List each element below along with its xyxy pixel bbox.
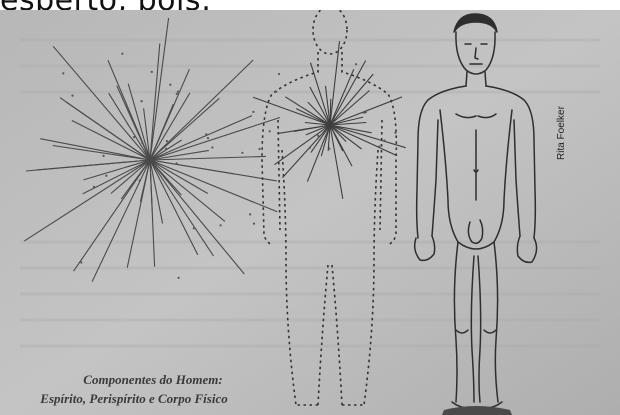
star-dot [205, 133, 207, 135]
star-dot [252, 111, 254, 113]
star-dot [165, 148, 167, 150]
star-dot [241, 152, 243, 154]
star-dot [193, 227, 195, 229]
star-dot [363, 112, 365, 114]
star-dot [121, 53, 123, 55]
star-dot [103, 155, 105, 157]
caption-line-2: Espírito, Perispírito e Corpo Físico [0, 390, 268, 408]
star-dot [178, 277, 180, 279]
star-dot [258, 148, 260, 150]
star-dot [378, 145, 380, 147]
star-dot [220, 224, 222, 226]
star-dot [394, 132, 396, 134]
star-dot [172, 104, 174, 106]
star-dot [355, 63, 357, 65]
star-dot [166, 140, 168, 142]
star-dot [249, 213, 251, 215]
star-dot [139, 179, 141, 181]
book-page-photo: Rita Foelker Componentes do Homem: Espír… [0, 10, 620, 415]
star-dot [62, 72, 64, 74]
page-background [0, 10, 620, 415]
star-dot [328, 148, 330, 150]
figure-caption: Componentes do Homem: Espírito, Perispír… [0, 372, 268, 408]
star-dot [151, 71, 153, 73]
star-dot [278, 73, 280, 75]
caption-line-1: Componentes do Homem: [0, 372, 268, 387]
star-dot [275, 91, 277, 93]
star-dot [169, 84, 171, 86]
star-dot [141, 142, 143, 144]
star-dot [71, 95, 73, 97]
star-dot [383, 140, 385, 142]
star-dot [176, 162, 178, 164]
star-dot [80, 261, 82, 263]
star-dot [177, 91, 179, 93]
star-dot [317, 135, 319, 137]
illustrator-credit: Rita Foelker [556, 106, 567, 160]
star-dot [207, 137, 209, 139]
star-dot [176, 93, 178, 95]
star-dot [365, 111, 367, 113]
star-dot [253, 223, 255, 225]
star-dot [93, 186, 95, 188]
star-dot [269, 130, 271, 132]
star-dot [141, 100, 143, 102]
star-dot [105, 175, 107, 177]
star-dot [309, 147, 311, 149]
star-dot [133, 136, 135, 138]
star-dot [211, 146, 213, 148]
